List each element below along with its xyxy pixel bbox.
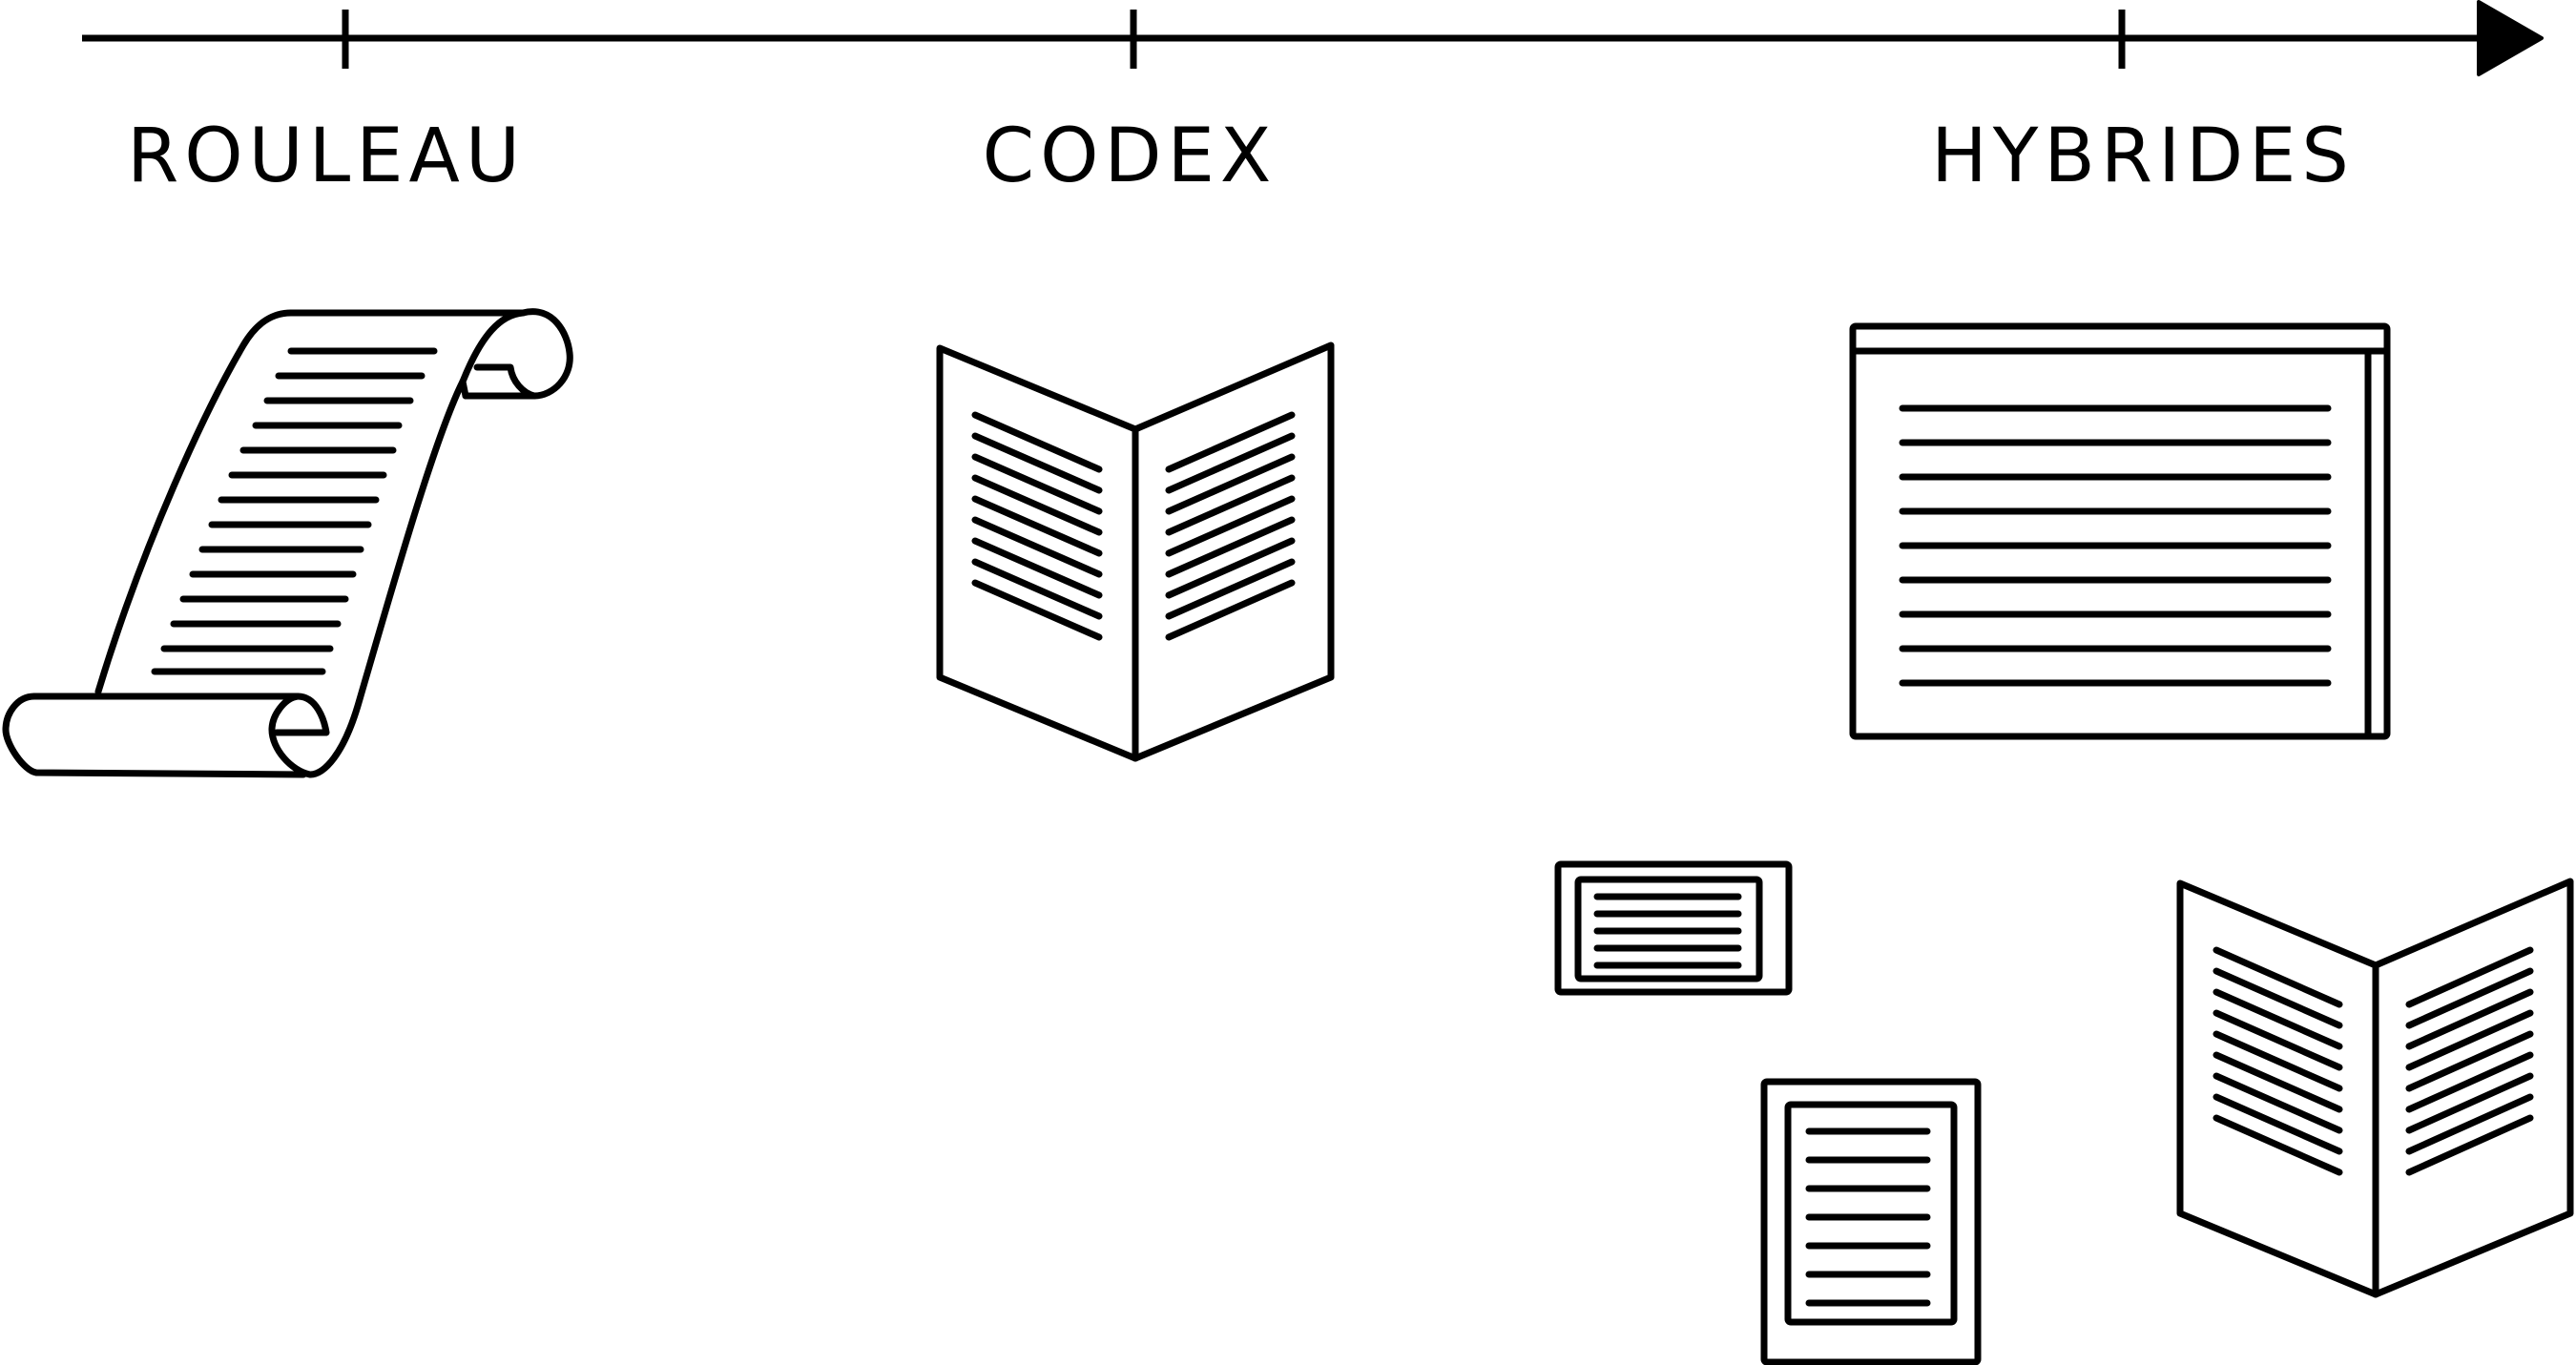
label-rouleau: ROULEAU (127, 114, 526, 199)
timeline-axis (82, 0, 2544, 76)
tablet-portrait-icon (1760, 1078, 1982, 1365)
open-book-icon (936, 341, 1335, 762)
e-reader-landscape-icon (1849, 322, 2391, 740)
small-e-reader-icon (1554, 860, 1793, 996)
scroll-icon (2, 308, 573, 778)
open-book-icon (2176, 878, 2574, 1298)
label-codex: CODEX (983, 114, 1278, 199)
label-hybrides: HYBRIDES (1931, 114, 2355, 199)
timeline-arrowhead (2477, 0, 2544, 76)
